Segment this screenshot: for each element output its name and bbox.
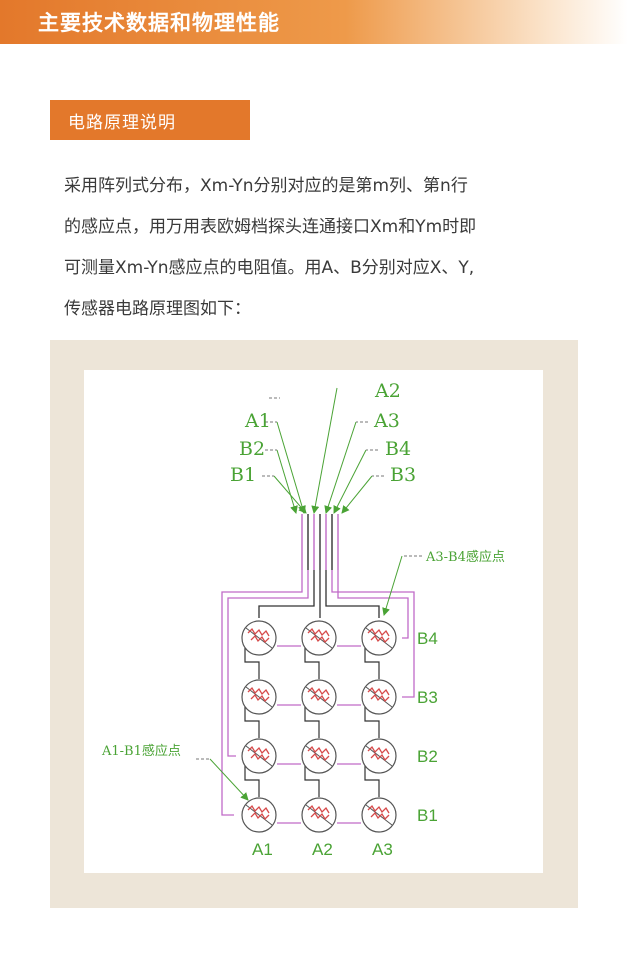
row-label-b2: B2 <box>417 747 438 766</box>
column-wire-a1 <box>258 570 315 618</box>
row-wire-b4 <box>337 570 409 639</box>
sensing-point-trace <box>367 627 390 637</box>
sensing-point-trace <box>247 686 270 696</box>
column-link <box>364 766 380 797</box>
column-link <box>244 648 260 679</box>
sensing-point-trace <box>250 752 270 762</box>
sensing-point <box>241 797 277 833</box>
sensing-point-trace <box>367 804 390 814</box>
column-link <box>364 648 380 679</box>
lead-label-b2: B2 <box>239 438 265 460</box>
column-link <box>244 766 260 797</box>
sensing-point <box>301 738 337 774</box>
sensing-point-trace <box>247 745 270 755</box>
sensing-point-trace <box>307 745 330 755</box>
row-wire-b3 <box>331 570 415 698</box>
intro-line: 可测量Xm-Yn感应点的电阻值。用A、B分别对应X、Y, <box>64 258 475 278</box>
callout-arrow <box>209 758 249 801</box>
sensing-point-trace <box>307 627 330 637</box>
sensing-point-trace <box>310 693 330 703</box>
row-label-b4: B4 <box>417 629 438 648</box>
wire-harness <box>221 514 415 816</box>
intro-line: 传感器电路原理图如下： <box>64 299 251 319</box>
column-label-a2: A2 <box>312 840 333 859</box>
column-label-a1: A1 <box>252 840 273 859</box>
sensing-point-trace <box>310 752 330 762</box>
circuit-diagram-svg: A2 A1 A3 B2 B4 B1 B3 B4 B3 B2 B1 A1 A2 A… <box>101 380 505 859</box>
column-link <box>304 707 320 738</box>
sensing-point-trace <box>250 693 270 703</box>
intro-line: 的感应点，用万用表欧姆档探头连通接口Xm和Ym时即 <box>64 217 477 237</box>
sensor-grid <box>241 620 397 833</box>
figure-frame: A2 A1 A3 B2 B4 B1 B3 B4 B3 B2 B1 A1 A2 A… <box>50 340 578 908</box>
sensing-point-trace <box>250 811 270 821</box>
column-link <box>304 648 320 679</box>
circuit-diagram: A2 A1 A3 B2 B4 B1 B3 B4 B3 B2 B1 A1 A2 A… <box>84 370 543 873</box>
column-link <box>244 707 260 738</box>
sensing-point-trace <box>247 627 270 637</box>
callout-a3-b4: A3-B4感应点 <box>425 549 505 565</box>
header-banner: 主要技术数据和物理性能 <box>0 0 628 44</box>
sensing-point-trace <box>370 634 390 644</box>
row-wire-b1 <box>221 570 303 816</box>
row-label-b1: B1 <box>417 806 438 825</box>
section-heading: 电路原理说明 <box>50 100 250 140</box>
sensing-point <box>241 738 277 774</box>
sensing-point-trace <box>307 686 330 696</box>
lead-label-a2: A2 <box>374 380 401 402</box>
sensing-point-trace <box>370 693 390 703</box>
lead-label-b3: B3 <box>390 464 416 486</box>
column-link <box>304 766 320 797</box>
sensing-point <box>301 797 337 833</box>
sensing-point <box>301 620 337 656</box>
sensing-point-trace <box>250 634 270 644</box>
lead-label-b1: B1 <box>230 464 256 486</box>
sensing-point-trace <box>310 634 330 644</box>
sensing-point-trace <box>247 804 270 814</box>
lead-wires <box>262 387 384 514</box>
sensing-point <box>241 620 277 656</box>
column-label-a3: A3 <box>372 840 393 859</box>
lead-label-a1: A1 <box>244 410 271 432</box>
sensing-point <box>301 679 337 715</box>
sensing-point-trace <box>370 811 390 821</box>
sensing-point <box>361 679 397 715</box>
sensing-point-trace <box>367 745 390 755</box>
sensing-point-trace <box>370 752 390 762</box>
sensing-point-trace <box>367 686 390 696</box>
intro-paragraph: 采用阵列式分布，Xm-Yn分别对应的是第m列、第n行 的感应点，用万用表欧姆档探… <box>64 166 584 330</box>
column-link <box>364 707 380 738</box>
callout-arrow <box>382 555 403 616</box>
row-wire-b2 <box>227 570 309 757</box>
page-title: 主要技术数据和物理性能 <box>38 11 280 35</box>
callout-a1-b1: A1-B1感应点 <box>101 743 181 759</box>
row-label-b3: B3 <box>417 688 438 707</box>
sensing-point <box>361 797 397 833</box>
sensing-point <box>241 679 277 715</box>
lead-label-b4: B4 <box>385 438 411 460</box>
sensing-point <box>361 738 397 774</box>
lead-label-a3: A3 <box>373 410 400 432</box>
sensing-point <box>361 620 397 656</box>
intro-line: 采用阵列式分布，Xm-Yn分别对应的是第m列、第n行 <box>64 176 468 196</box>
sensing-point-trace <box>310 811 330 821</box>
sensing-point-trace <box>307 804 330 814</box>
column-wire-a3 <box>325 570 380 618</box>
section-title: 电路原理说明 <box>68 113 176 133</box>
